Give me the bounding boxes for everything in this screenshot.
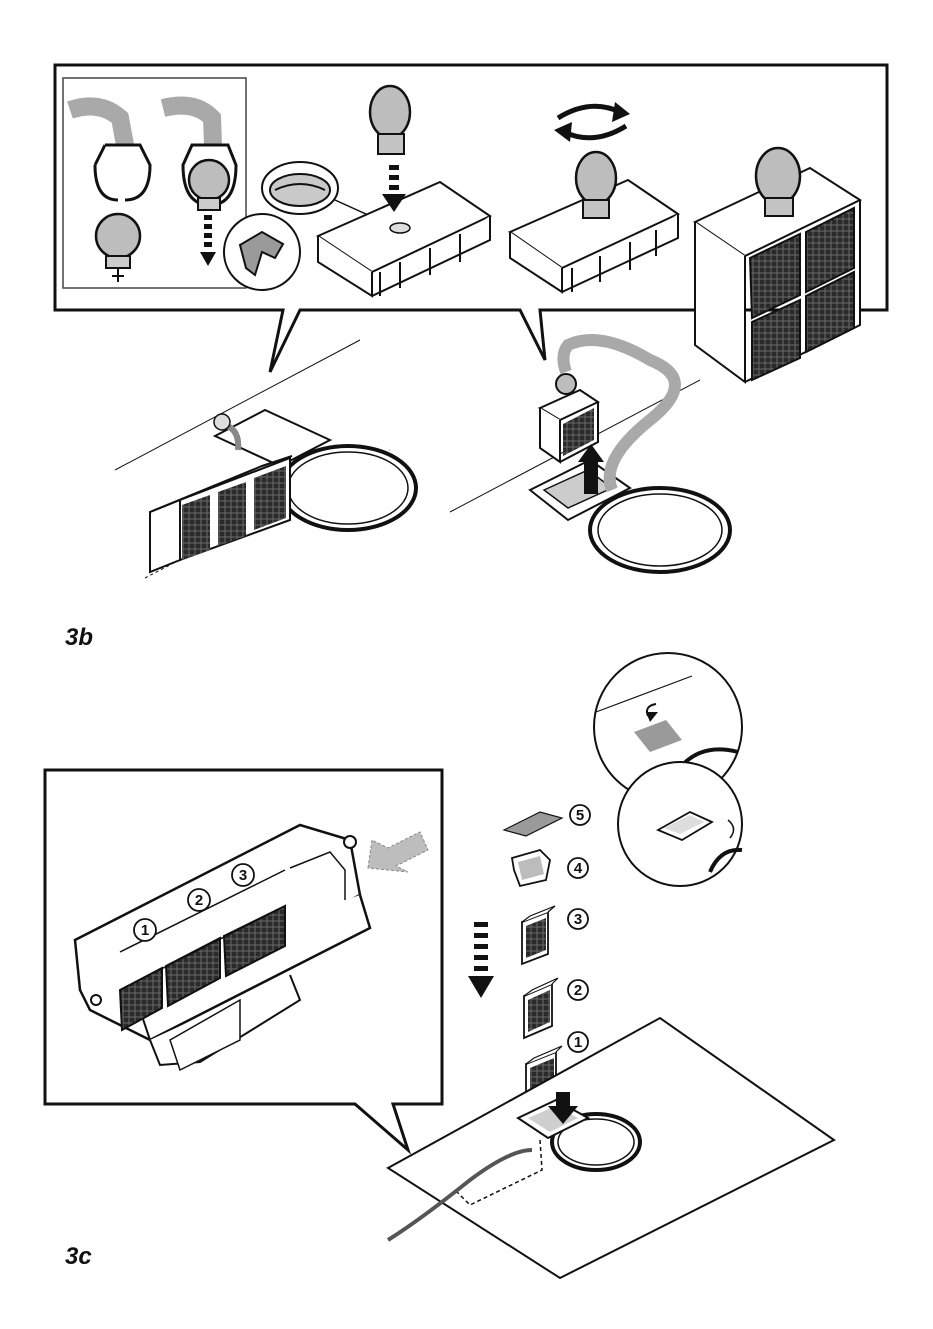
svg-text:3: 3 — [574, 911, 582, 928]
svg-text:1: 1 — [574, 1034, 582, 1051]
stack-part-4-basket — [512, 850, 550, 886]
filter-number-2: 2 — [188, 889, 210, 911]
svg-text:2: 2 — [195, 892, 203, 909]
worktop — [388, 1018, 834, 1278]
step-number-1: 1 — [568, 1032, 588, 1052]
svg-text:2: 2 — [574, 982, 582, 999]
figure-3b-diagram — [55, 65, 887, 578]
step-number-2: 2 — [568, 980, 588, 1000]
stack-part-3-filter — [522, 906, 555, 964]
hob-ring — [590, 488, 730, 572]
svg-text:4: 4 — [574, 860, 583, 877]
filter-row — [150, 456, 292, 572]
filter-number-1: 1 — [134, 919, 156, 941]
figure-3c-diagram: 1 2 3 — [45, 653, 834, 1278]
detail-circle-pocket — [618, 762, 742, 886]
svg-text:1: 1 — [141, 922, 149, 939]
filter-number-3: 3 — [232, 864, 254, 886]
step-number-5: 5 — [570, 805, 590, 825]
step-number-3: 3 — [568, 909, 588, 929]
figure-label-3b: 3b — [65, 624, 93, 652]
step-number-4: 4 — [568, 858, 588, 878]
connector — [576, 152, 616, 218]
arrow-down-icon — [468, 922, 494, 998]
svg-text:3: 3 — [239, 867, 247, 884]
stack-part-5-cover — [504, 812, 562, 836]
stack-part-2-filter — [524, 978, 558, 1038]
figure-label-3c: 3c — [65, 1243, 92, 1271]
svg-text:5: 5 — [576, 807, 584, 824]
hob-ring — [280, 446, 416, 530]
